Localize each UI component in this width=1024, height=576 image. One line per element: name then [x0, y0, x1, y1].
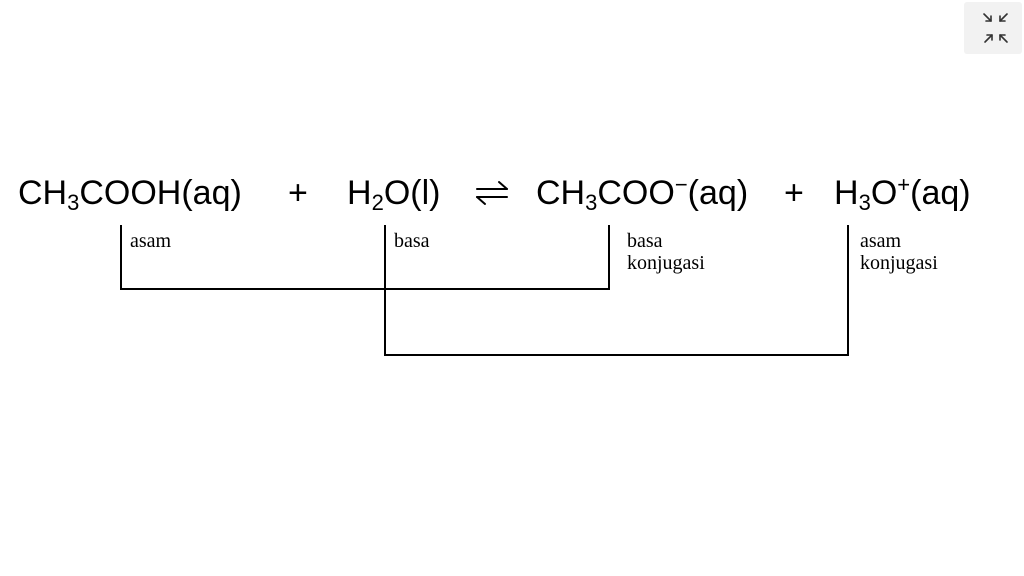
base-conjugate-acid-bracket — [384, 225, 849, 356]
acid-conjugate-base-bracket — [120, 225, 610, 290]
label-conjugate-acid: asam konjugasi — [860, 230, 938, 274]
reactant-water: H2O(l) — [347, 174, 441, 215]
chemical-equation: CH3COOH(aq) + H2O(l) CH3COO−(aq) + H3O+(… — [0, 170, 1024, 220]
collapse-button[interactable] — [964, 2, 1022, 54]
product-acetate: CH3COO−(aq) — [536, 172, 749, 215]
label-acid: asam — [130, 230, 172, 252]
reactant-acetic-acid: CH3COOH(aq) — [18, 174, 242, 215]
product-hydronium: H3O+(aq) — [834, 172, 971, 215]
plus-sign: + — [784, 174, 804, 212]
label-conjugate-base: basa konjugasi — [627, 230, 705, 274]
collapse-arrows-icon — [983, 13, 1008, 43]
equilibrium-arrow-icon — [476, 181, 508, 205]
label-base: basa — [394, 230, 430, 252]
plus-sign: + — [288, 174, 308, 212]
